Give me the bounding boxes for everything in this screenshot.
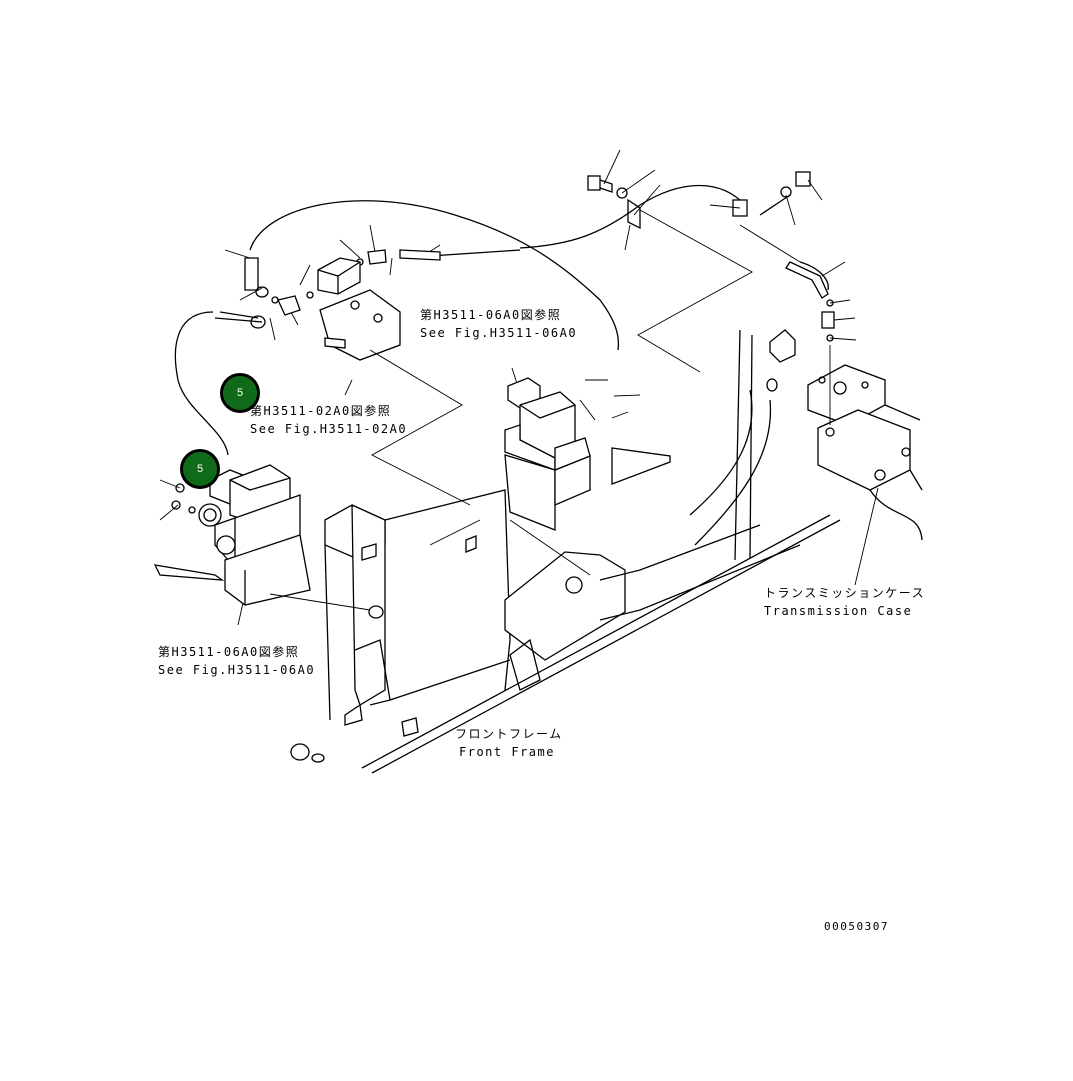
upper-bracket <box>317 257 401 361</box>
callout-number: 5 <box>196 463 204 475</box>
transmission-case-label-en: Transmission Case <box>764 604 913 618</box>
bolts-top <box>587 171 835 342</box>
valve-upper-middle <box>504 377 671 531</box>
ref-label-top-en: See Fig.H3511-06A0 <box>420 326 578 340</box>
transmission-case <box>807 364 923 541</box>
ref-label-low-jp: 第H3511-06A0図参照 <box>158 645 300 659</box>
guide-lines <box>269 209 831 611</box>
ref-label-low-en: See Fig.H3511-06A0 <box>158 663 316 677</box>
ref-label-top-jp: 第H3511-06A0図参照 <box>420 308 562 322</box>
hose-lines <box>174 184 829 456</box>
front-frame-label-en: Front Frame <box>459 745 555 759</box>
ref-label-mid-jp: 第H3511-02A0図参照 <box>250 404 392 418</box>
leader-lines <box>159 149 879 626</box>
part-callout-5-upper[interactable]: 5 <box>220 373 260 413</box>
callout-number: 5 <box>236 387 244 399</box>
valve-lower-left <box>153 464 311 606</box>
ref-label-mid-en: See Fig.H3511-02A0 <box>250 422 408 436</box>
drawing-number: 00050307 <box>824 920 889 933</box>
front-frame <box>290 329 841 774</box>
transmission-case-label-jp: トランスミッションケース <box>764 586 926 600</box>
fitting-assembly-upper-left <box>244 249 441 329</box>
part-callout-5-lower[interactable]: 5 <box>180 449 220 489</box>
front-frame-label-jp: フロントフレーム <box>455 727 563 741</box>
